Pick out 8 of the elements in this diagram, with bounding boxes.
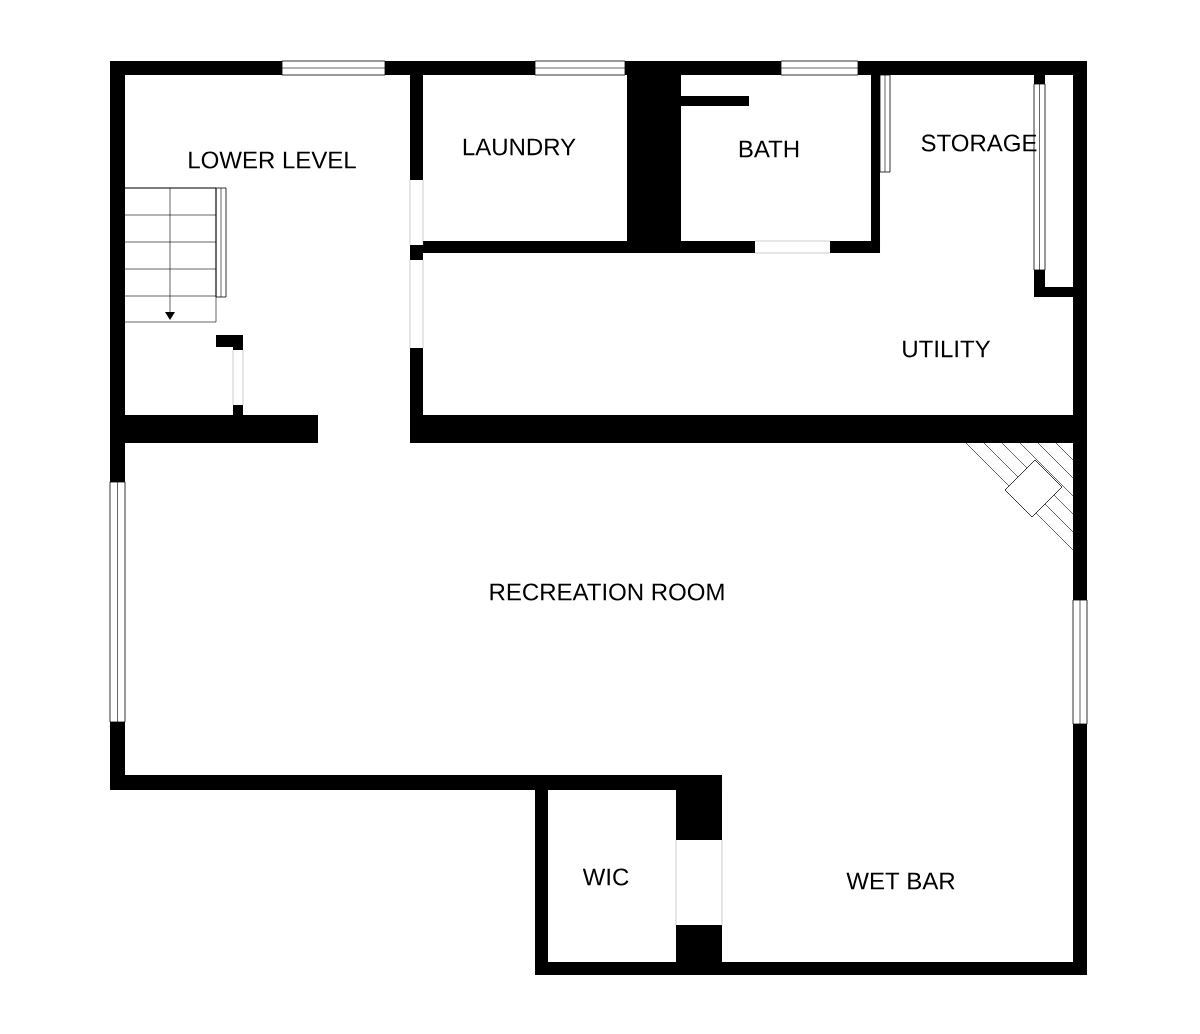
room-label: STORAGE (921, 134, 1037, 152)
room-label: LAUNDRY (463, 138, 576, 156)
room-label: UTILITY (903, 340, 991, 358)
room-label: BATH (739, 140, 799, 158)
room-label: WIC (582, 868, 629, 886)
room-label: WET BAR (846, 872, 955, 890)
room-label: LOWER LEVEL (189, 151, 356, 169)
room-label: RECREATION ROOM (490, 583, 724, 601)
